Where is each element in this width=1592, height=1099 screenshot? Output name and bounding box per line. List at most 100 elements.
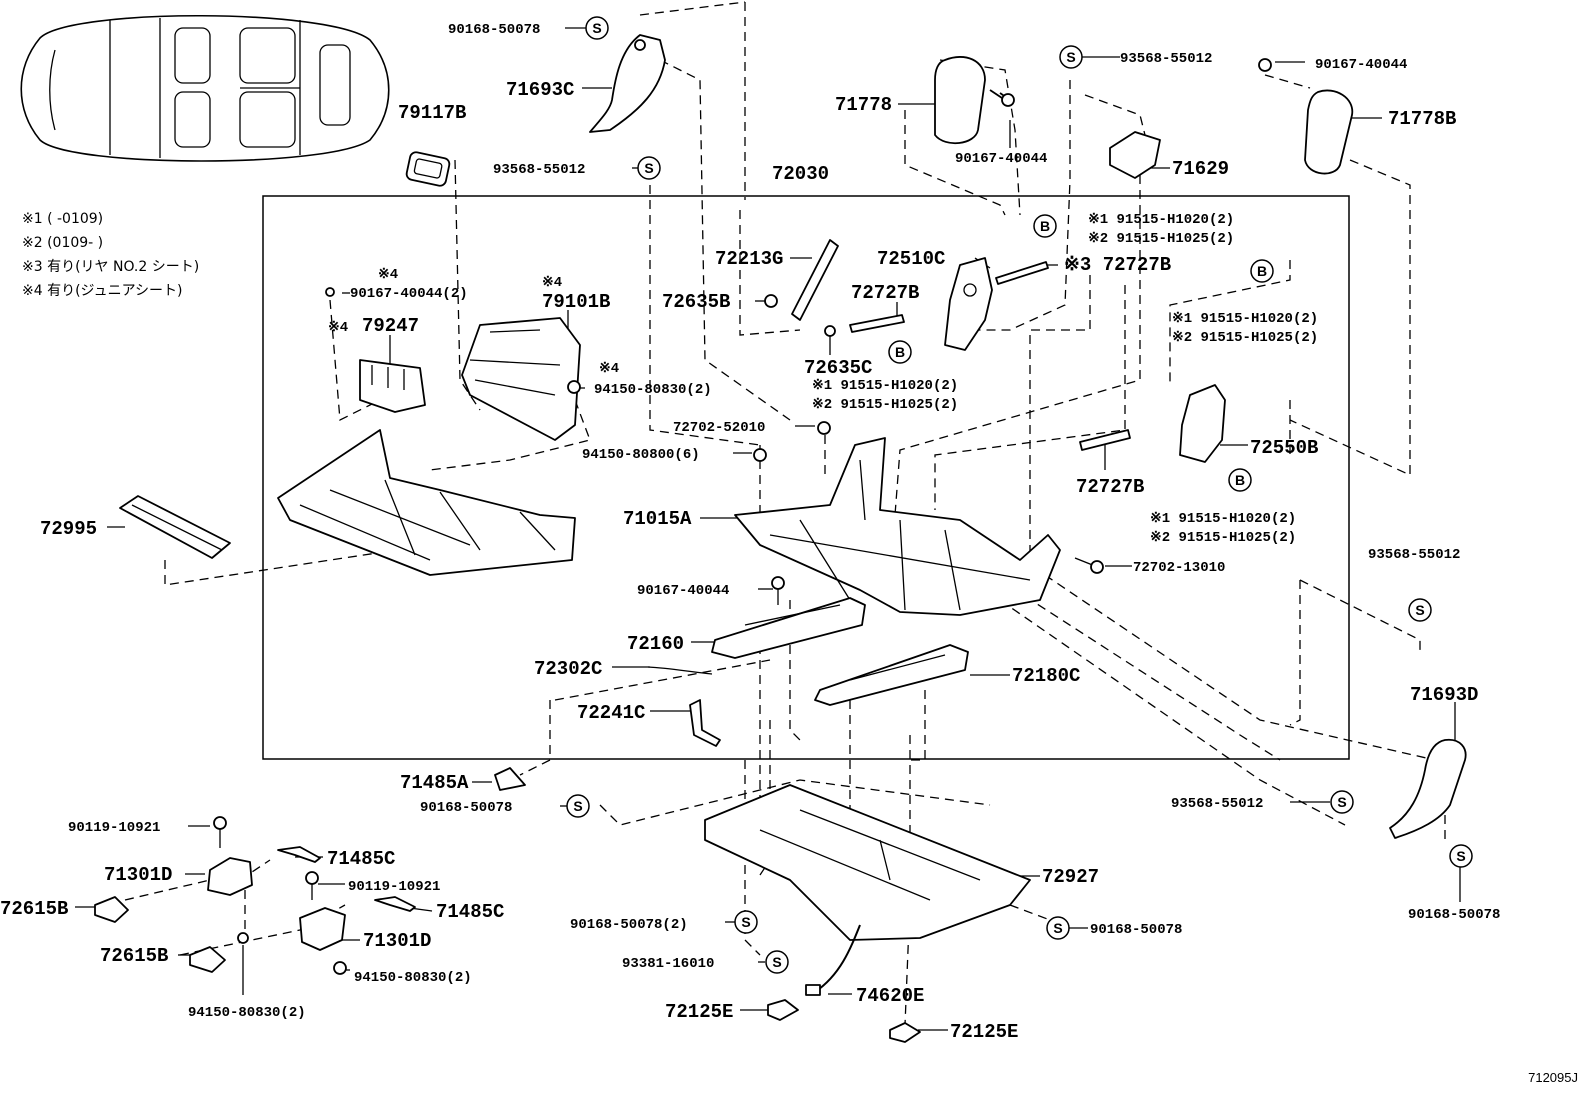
part-72125E-grommet-a <box>767 999 799 1021</box>
symbol-s: S <box>1408 598 1432 622</box>
part-71778-cover <box>934 56 986 144</box>
svg-text:S: S <box>741 914 750 930</box>
label-90167-40044: 90167-40044(2) <box>350 286 468 302</box>
symbol-s: S <box>585 16 609 40</box>
part-rear-seat-frame <box>277 429 576 576</box>
label-91515-H1025: ※2 91515-H1025(2) <box>1088 231 1234 247</box>
label-71629: 71629 <box>1172 158 1229 180</box>
svg-text:S: S <box>1337 794 1346 810</box>
label-93568-55012: 93568-55012 <box>1171 796 1263 812</box>
part-72550B-plate <box>1179 384 1226 463</box>
symbol-s: S <box>765 950 789 974</box>
symbol-s: S <box>1046 916 1070 940</box>
part-71693D-side-cover <box>1389 738 1467 839</box>
part-71301D-bracket-a <box>207 857 253 896</box>
part-72702-52010-bolt <box>817 421 831 435</box>
note-3: ※3 有り(リヤ NO.2 シート) <box>22 259 199 275</box>
label-90119-10921: 90119-10921 <box>68 820 160 836</box>
part-94150-80830-nut-a <box>567 380 581 394</box>
label-94150-80830: 94150-80830(2) <box>188 1005 306 1021</box>
svg-text:B: B <box>1040 218 1050 234</box>
label-71485C: 71485C <box>436 901 504 923</box>
symbol-s: S <box>1059 45 1083 69</box>
part-94150-80830-nut-c <box>333 961 347 975</box>
label-91515-H1025: ※2 91515-H1025(2) <box>1150 530 1296 546</box>
label-72727B: 72727B <box>1076 476 1144 498</box>
symbol-b: B <box>1228 468 1252 492</box>
label-72615B: 72615B <box>0 898 68 920</box>
svg-text:S: S <box>1456 848 1465 864</box>
part-71485C-clip-b <box>374 896 416 912</box>
label-74620E: 74620E <box>856 985 924 1007</box>
label-90168-50078: 90168-50078 <box>420 800 512 816</box>
label-72213G: 72213G <box>715 248 783 270</box>
svg-text:B: B <box>895 344 905 360</box>
note-1: ※1 ( -0109) <box>22 211 103 227</box>
part-71015A-seat-frame <box>734 437 1061 616</box>
label-79247: 79247 <box>362 315 419 337</box>
label-72727B: ※3 72727B <box>1064 254 1171 276</box>
label-93568-55012: 93568-55012 <box>1120 51 1212 67</box>
part-72927-undercover <box>704 784 1031 941</box>
label-72635C: 72635C <box>804 357 872 379</box>
part-90119-10921-bolt-b <box>305 871 319 900</box>
part-90119-10921-bolt-a <box>213 816 227 848</box>
symbol-s: S <box>734 910 758 934</box>
label-93568-55012: 93568-55012 <box>1368 547 1460 563</box>
label-72241C: 72241C <box>577 702 645 724</box>
part-79247-pad <box>359 359 426 413</box>
label-91515-H1020: ※1 91515-H1020(2) <box>1150 511 1296 527</box>
part-71629-bracket <box>1109 131 1161 179</box>
note-4: ※4 有り(ジュニアシート) <box>22 283 182 299</box>
svg-text:S: S <box>1415 602 1424 618</box>
label-90168-50078: 90168-50078 <box>1090 922 1182 938</box>
label-90168-50078: 90168-50078 <box>448 22 540 38</box>
label-71015A: 71015A <box>623 508 692 530</box>
part-72615B-cover-a <box>94 896 129 923</box>
part-94150-80830-nut-b <box>237 932 249 944</box>
assembly-72030-frame <box>262 195 1350 760</box>
label-71778B: 71778B <box>1388 108 1456 130</box>
marker-note-4: ※4 <box>378 267 398 283</box>
part-72180C-rail <box>814 644 969 706</box>
svg-text:B: B <box>1257 263 1267 279</box>
part-72510C-plate <box>944 257 993 351</box>
label-72727B: 72727B <box>851 282 919 304</box>
label-72125E: 72125E <box>665 1001 733 1023</box>
diagram-ref-number: 712095J <box>1528 1070 1578 1085</box>
label-90119-10921: 90119-10921 <box>348 879 440 895</box>
part-71693C-side-cover <box>589 34 666 133</box>
label-71693D: 71693D <box>1410 684 1478 706</box>
marker-note-4: ※4 <box>542 275 562 291</box>
part-72125E-grommet-b <box>889 1022 921 1043</box>
symbol-s: S <box>566 794 590 818</box>
label-91515-H1020: ※1 91515-H1020(2) <box>812 378 958 394</box>
label-91515-H1020: ※1 91515-H1020(2) <box>1088 212 1234 228</box>
part-71485C-clip-a <box>277 846 321 863</box>
label-72550B: 72550B <box>1250 437 1318 459</box>
label-71485A: 71485A <box>400 772 469 794</box>
label-94150-80830: 94150-80830(2) <box>354 970 472 986</box>
svg-text:S: S <box>1053 920 1062 936</box>
label-94150-80800: 94150-80800(6) <box>582 447 700 463</box>
symbol-b: B <box>1250 259 1274 283</box>
label-79117B: 79117B <box>398 102 466 124</box>
marker-note-4: ※4 <box>599 361 619 377</box>
symbol-s: S <box>1449 844 1473 868</box>
label-72510C: 72510C <box>877 248 945 270</box>
svg-text:S: S <box>644 160 653 176</box>
part-72635C-clip <box>824 325 836 337</box>
part-90167-40044-bolt-top <box>1258 58 1272 72</box>
label-93568-55012: 93568-55012 <box>493 162 585 178</box>
symbol-s: S <box>637 156 661 180</box>
part-71485A-clip <box>494 767 526 791</box>
symbol-b: B <box>1033 214 1057 238</box>
label-93381-16010: 93381-16010 <box>622 956 714 972</box>
part-90167-40044-bolt-mid <box>771 576 785 605</box>
vehicle-locator <box>20 14 390 162</box>
part-72727B-strip-mid <box>849 314 905 333</box>
symbol-s: S <box>1330 790 1354 814</box>
part-71778B-cover <box>1304 89 1353 175</box>
label-72302C: 72302C <box>534 658 602 680</box>
